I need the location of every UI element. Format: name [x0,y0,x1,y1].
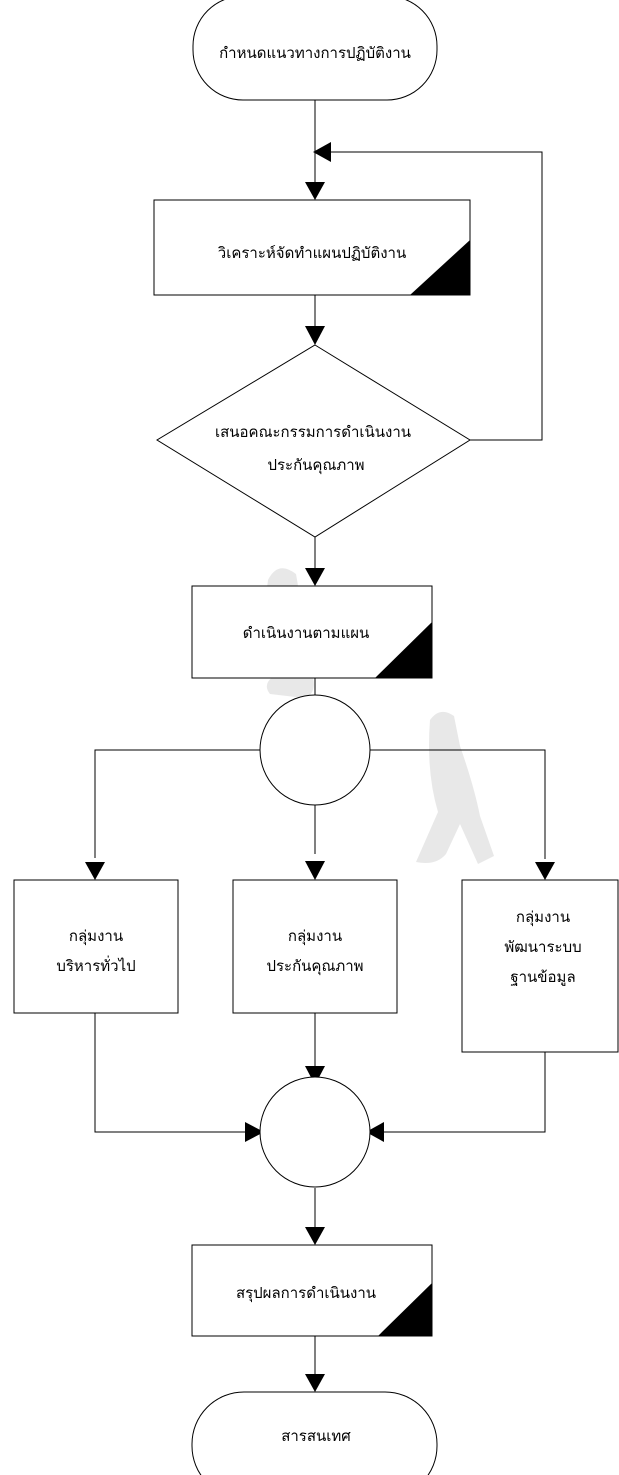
decision-diamond: เสนอคณะกรรมการดำเนินงาน ประกันคุณภาพ [156,344,471,538]
arrowhead [85,862,105,880]
group-label: ฐานข้อมูล [510,968,575,986]
arrowhead [305,1374,325,1392]
end-label: สารสนเทศ [281,1427,351,1445]
arrowhead [305,326,325,345]
end-terminal: สารสนเทศ [191,1391,438,1475]
corner-mark [378,1283,432,1336]
execute-process: ดำเนินงานตามแผน [191,585,433,679]
arrowhead [535,862,555,880]
arrowhead [313,142,331,162]
arrowhead [305,182,325,200]
group-box-quality: กลุ่มงาน ประกันคุณภาพ [232,879,398,1014]
connectors [94,100,546,1378]
junction-circle [259,694,371,806]
summary-process: สรุปผลการดำเนินงาน [191,1244,433,1337]
group-label: กลุ่มงาน [288,927,342,946]
analyze-process: วิเคราะห์จัดทำแผนปฏิบัติงาน [153,199,471,296]
arrowhead [245,1122,264,1142]
start-terminal: กำหนดแนวทางการปฏิบัติงาน [192,0,438,101]
group-label: ประกันคุณภาพ [266,957,363,976]
group-label: พัฒนาระบบ [504,938,581,956]
corner-mark [375,622,432,678]
arrowhead [305,1066,325,1085]
arrowhead [305,1227,325,1245]
group-label: กลุ่มงาน [69,927,123,946]
group-box-database: กลุ่มงาน พัฒนาระบบ ฐานข้อมูล [461,879,619,1053]
decision-label-line2: ประกันคุณภาพ [267,456,364,475]
group-label: กลุ่มงาน [516,908,570,927]
decision-label-line1: เสนอคณะกรรมการดำเนินงาน [215,423,411,441]
arrowhead [305,568,325,586]
group-label: บริหารทั่วไป [56,955,135,975]
start-label: กำหนดแนวทางการปฏิบัติงาน [219,44,411,62]
corner-mark [410,240,470,295]
execute-label: ดำเนินงานตามแผน [243,624,370,642]
arrowhead [305,861,325,880]
summary-label: สรุปผลการดำเนินงาน [236,1284,376,1303]
merge-circle [259,1076,371,1188]
arrowhead [366,1122,384,1142]
analyze-label: วิเคราะห์จัดทำแผนปฏิบัติงาน [217,244,406,262]
group-box-general: กลุ่มงาน บริหารทั่วไป [13,879,179,1014]
